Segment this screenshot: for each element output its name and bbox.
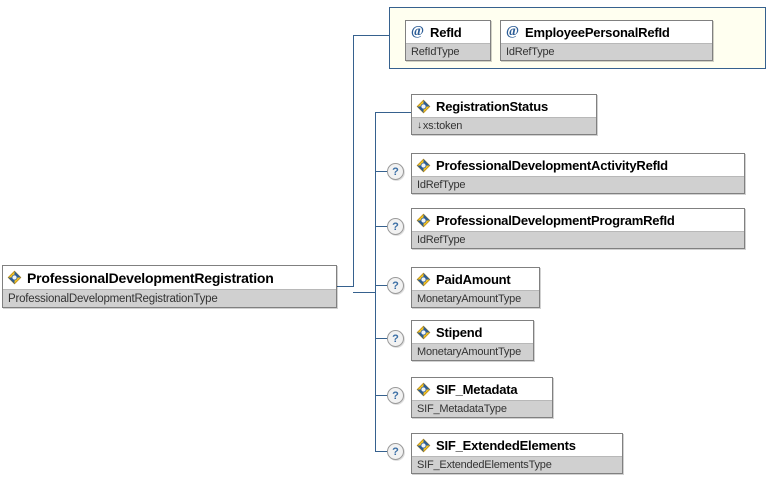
element-title-programrefid: ProfessionalDevelopmentProgramRefId	[412, 209, 744, 231]
attribute-title-employeepersonalrefid: @ EmployeePersonalRefId	[501, 21, 712, 43]
element-title-stipend: Stipend	[412, 321, 533, 343]
element-icon	[416, 99, 431, 113]
element-icon	[7, 270, 22, 285]
connector-trunk-attributes	[353, 35, 354, 287]
element-name-stipend: Stipend	[436, 324, 483, 340]
element-name-paidamount: PaidAmount	[436, 271, 511, 287]
element-type-sifmetadata: SIF_MetadataType	[412, 400, 552, 417]
connector-branch-sifextendedelements	[375, 451, 387, 452]
attribute-group: @ RefId RefIdType @ EmployeePersonalRefI…	[389, 7, 766, 69]
element-type-programrefid: IdRefType	[412, 231, 744, 248]
element-name-sifmetadata: SIF_Metadata	[436, 381, 518, 397]
optional-marker-sifextendedelements: ?	[387, 443, 404, 460]
connector-branch-sifmetadata	[375, 395, 387, 396]
element-icon	[416, 382, 431, 396]
element-name-programrefid: ProfessionalDevelopmentProgramRefId	[436, 212, 675, 228]
connector-to-attribute-group	[353, 35, 389, 36]
element-name-activityrefid: ProfessionalDevelopmentActivityRefId	[436, 157, 668, 173]
restriction-arrow-icon: ↓	[417, 120, 422, 131]
element-title-sifmetadata: SIF_Metadata	[412, 378, 552, 400]
element-title-registrationstatus: RegistrationStatus	[412, 95, 596, 117]
attribute-name-employeepersonalrefid: EmployeePersonalRefId	[525, 24, 670, 40]
attribute-icon: @	[410, 24, 425, 39]
connector-root-stub	[337, 286, 353, 287]
element-name-sifextendedelements: SIF_ExtendedElements	[436, 437, 576, 453]
optional-marker-stipend: ?	[387, 330, 404, 347]
element-node-sifmetadata[interactable]: SIF_Metadata SIF_MetadataType	[411, 377, 553, 418]
attribute-name-refid: RefId	[430, 24, 462, 40]
optional-marker-sifmetadata: ?	[387, 387, 404, 404]
element-icon	[416, 158, 431, 172]
connector-root-to-children-trunk	[353, 292, 376, 293]
element-node-stipend[interactable]: Stipend MonetaryAmountType	[411, 320, 534, 361]
connector-branch-activityrefid	[375, 171, 387, 172]
element-type-registrationstatus: ↓xs:token	[412, 117, 596, 134]
attribute-icon: @	[505, 24, 520, 39]
connector-branch-stipend	[375, 338, 387, 339]
element-node-activityrefid[interactable]: ProfessionalDevelopmentActivityRefId IdR…	[411, 153, 745, 194]
optional-marker-programrefid: ?	[387, 218, 404, 235]
element-node-registrationstatus[interactable]: RegistrationStatus ↓xs:token	[411, 94, 597, 135]
element-title-paidamount: PaidAmount	[412, 268, 539, 290]
attribute-title-refid: @ RefId	[406, 21, 490, 43]
element-type-sifextendedelements: SIF_ExtendedElementsType	[412, 456, 622, 473]
attribute-node-employeepersonalrefid[interactable]: @ EmployeePersonalRefId IdRefType	[500, 20, 713, 61]
root-element-name: ProfessionalDevelopmentRegistration	[27, 269, 274, 286]
element-type-text: xs:token	[422, 120, 463, 132]
root-element-node[interactable]: ProfessionalDevelopmentRegistration Prof…	[2, 265, 337, 308]
attribute-type-employeepersonalrefid: IdRefType	[501, 43, 712, 60]
element-icon	[416, 213, 431, 227]
element-icon	[416, 325, 431, 339]
connector-branch-programrefid	[375, 226, 387, 227]
root-element-type: ProfessionalDevelopmentRegistrationType	[3, 289, 336, 307]
attribute-node-refid[interactable]: @ RefId RefIdType	[405, 20, 491, 61]
connector-branch-paidamount	[375, 285, 387, 286]
element-type-paidamount: MonetaryAmountType	[412, 290, 539, 307]
element-title-activityrefid: ProfessionalDevelopmentActivityRefId	[412, 154, 744, 176]
connector-branch-registrationstatus	[375, 112, 411, 113]
element-type-stipend: MonetaryAmountType	[412, 343, 533, 360]
element-node-programrefid[interactable]: ProfessionalDevelopmentProgramRefId IdRe…	[411, 208, 745, 249]
element-type-activityrefid: IdRefType	[412, 176, 744, 193]
attribute-type-refid: RefIdType	[406, 43, 490, 60]
root-element-title: ProfessionalDevelopmentRegistration	[3, 266, 336, 289]
element-title-sifextendedelements: SIF_ExtendedElements	[412, 434, 622, 456]
element-node-paidamount[interactable]: PaidAmount MonetaryAmountType	[411, 267, 540, 308]
connector-trunk-children	[375, 112, 376, 451]
element-icon	[416, 272, 431, 286]
element-icon	[416, 438, 431, 452]
optional-marker-paidamount: ?	[387, 277, 404, 294]
element-name-registrationstatus: RegistrationStatus	[436, 98, 548, 114]
element-node-sifextendedelements[interactable]: SIF_ExtendedElements SIF_ExtendedElement…	[411, 433, 623, 474]
optional-marker-activityrefid: ?	[387, 163, 404, 180]
